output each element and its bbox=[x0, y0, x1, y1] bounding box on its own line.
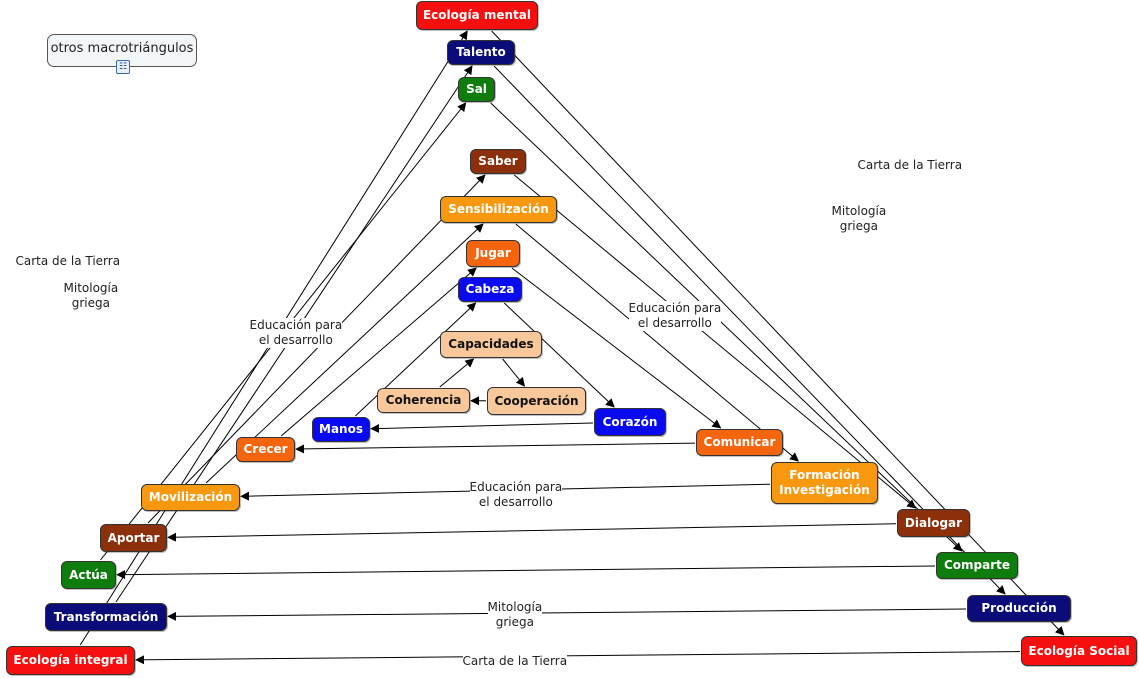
link-label-educacion: Educación para el desarrollo bbox=[249, 318, 343, 348]
edge-corazon-to-manos bbox=[370, 422, 594, 434]
edge-crecer-to-jugar bbox=[280, 267, 477, 437]
node-dialogar[interactable]: Dialogar bbox=[897, 509, 970, 537]
edge-sal-to-comparte bbox=[490, 102, 963, 552]
node-formacion[interactable]: Formación Investigación bbox=[771, 462, 878, 504]
link-label-mitologia: Mitología griega bbox=[831, 204, 887, 234]
node-actua[interactable]: Actúa bbox=[61, 561, 116, 589]
node-sal[interactable]: Sal bbox=[458, 77, 495, 102]
node-movilizacion[interactable]: Movilización bbox=[141, 484, 240, 511]
edge-capacidades-to-cooperacion bbox=[502, 358, 525, 387]
link-label-carta: Carta de la Tierra bbox=[857, 157, 963, 173]
node-comparte[interactable]: Comparte bbox=[936, 552, 1018, 579]
edge-ecologia-mental-to-ecologia-social bbox=[491, 30, 1065, 636]
edge-cabeza-to-corazon bbox=[503, 302, 615, 408]
node-sensibilizacion[interactable]: Sensibilización bbox=[440, 196, 557, 223]
edge-jugar-to-comunicar bbox=[511, 267, 722, 429]
edge-comparte-to-actua bbox=[116, 565, 936, 580]
link-label-mitologia: Mitología griega bbox=[487, 600, 543, 630]
link-label-educacion: Educación para el desarrollo bbox=[628, 301, 722, 331]
node-crecer[interactable]: Crecer bbox=[236, 437, 295, 462]
concept-map-icon[interactable]: ☷ bbox=[116, 60, 130, 74]
node-comunicar[interactable]: Comunicar bbox=[696, 429, 783, 456]
node-corazon[interactable]: Corazón bbox=[594, 408, 666, 436]
other-macrotriangles-note[interactable]: otros macrotriángulos ☷ bbox=[47, 34, 197, 74]
edge-manos-to-cabeza bbox=[355, 302, 477, 417]
node-capacidades[interactable]: Capacidades bbox=[440, 331, 542, 358]
link-label-educacion: Educación para el desarrollo bbox=[469, 480, 563, 510]
edge-saber-to-dialogar bbox=[513, 174, 917, 509]
node-coherencia[interactable]: Coherencia bbox=[377, 388, 470, 413]
edge-aportar-to-saber bbox=[147, 174, 486, 524]
link-label-carta: Carta de la Tierra bbox=[462, 653, 568, 669]
node-manos[interactable]: Manos bbox=[312, 417, 370, 442]
node-jugar[interactable]: Jugar bbox=[466, 240, 520, 267]
link-label-mitologia: Mitología griega bbox=[63, 281, 119, 311]
node-ecologia-mental[interactable]: Ecología mental bbox=[416, 1, 538, 30]
node-talento[interactable]: Talento bbox=[447, 40, 515, 65]
node-cabeza[interactable]: Cabeza bbox=[458, 277, 522, 302]
note-label: otros macrotriángulos bbox=[50, 41, 194, 56]
edge-ecologia-social-to-ecologia-integral bbox=[135, 651, 1021, 665]
node-aportar[interactable]: Aportar bbox=[100, 524, 167, 552]
edge-coherencia-to-capacidades bbox=[439, 358, 475, 388]
edge-dialogar-to-aportar bbox=[167, 523, 897, 542]
edge-comunicar-to-crecer bbox=[295, 442, 696, 454]
node-transformacion[interactable]: Transformación bbox=[45, 603, 167, 631]
node-produccion[interactable]: Producción bbox=[967, 595, 1071, 622]
node-saber[interactable]: Saber bbox=[470, 149, 526, 174]
edge-sensibilizacion-to-formacion bbox=[515, 223, 799, 462]
link-label-carta: Carta de la Tierra bbox=[15, 253, 121, 269]
edge-produccion-to-transformacion bbox=[167, 608, 967, 621]
node-cooperacion[interactable]: Cooperación bbox=[487, 387, 586, 415]
edge-talento-to-produccion bbox=[493, 65, 1006, 595]
node-ecologia-social[interactable]: Ecología Social bbox=[1021, 636, 1137, 666]
node-ecologia-integral[interactable]: Ecología integral bbox=[6, 646, 135, 675]
